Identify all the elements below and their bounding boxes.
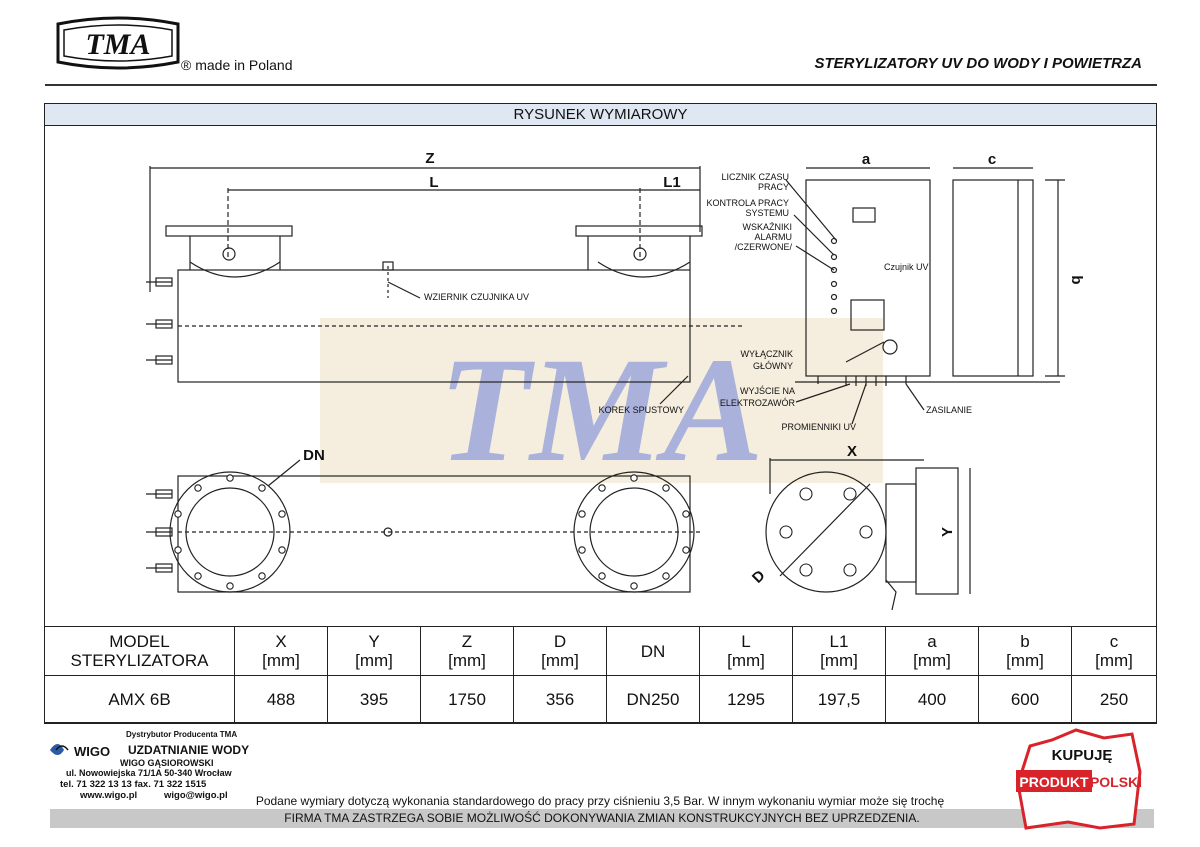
licznik-callout-1: LICZNIK CZASU <box>721 172 789 182</box>
badge-top-text: KUPUJĘ <box>1052 747 1113 764</box>
table-row: AMX 6B 488 395 1750 356 DN250 1295 197,5… <box>44 675 1157 724</box>
note-band <box>50 809 1154 828</box>
watermark-text: TMA <box>438 327 763 493</box>
made-in-label: ® made in Poland <box>181 57 293 73</box>
wylacznik-callout-1: WYŁĄCZNIK <box>740 349 793 359</box>
cell-a: 400 <box>885 675 979 724</box>
cell-c: 250 <box>1071 675 1157 724</box>
wskazniki-callout-2: ALARMU <box>754 232 792 242</box>
korek-callout: KOREK SPUSTOWY <box>599 405 684 415</box>
distributor-email[interactable]: wigo@wigo.pl <box>164 790 228 801</box>
tma-logo-text: TMA <box>85 28 150 61</box>
kontrola-callout-1: KONTROLA PRACY <box>706 198 789 208</box>
dim-l1-label: L1 <box>663 174 681 191</box>
dim-c-label: c <box>988 151 996 168</box>
distributor-block: WIGO Dystrybutor Producenta TMA UZDATNIA… <box>46 730 266 802</box>
distributor-line-3: WIGO GĄSIOROWSKI <box>120 758 214 768</box>
dim-a-label: a <box>862 151 871 168</box>
header-cell-c: c[mm] <box>1071 626 1157 676</box>
badge-right-text: POLSKI <box>1090 774 1142 790</box>
badge-left-text: PRODUKT <box>1019 774 1089 790</box>
header-cell-b: b[mm] <box>978 626 1072 676</box>
promienniki-callout: PROMIENNIKI UV <box>781 422 856 432</box>
header-cell-d: D[mm] <box>513 626 607 676</box>
cell-d: 356 <box>513 675 607 724</box>
kontrola-callout-2: SYSTEMU <box>745 208 789 218</box>
cell-z: 1750 <box>420 675 514 724</box>
dim-z-label: Z <box>425 150 434 167</box>
cell-model: AMX 6B <box>44 675 235 724</box>
wylacznik-callout-2: GŁÓWNY <box>753 361 793 371</box>
dim-y-label: Y <box>939 527 956 537</box>
header-cell-l: L[mm] <box>699 626 793 676</box>
header-cell-l1: L1[mm] <box>792 626 886 676</box>
licznik-callout-2: PRACY <box>758 182 789 192</box>
wyjscie-callout-2: ELEKTROZAWÓR <box>720 398 796 408</box>
header-cell-dn: DN <box>606 626 700 676</box>
wyjscie-callout-1: WYJŚCIE NA <box>740 385 795 396</box>
distributor-address: ul. Nowowiejska 71/1A 50-340 Wrocław <box>66 768 232 778</box>
distributor-phone: tel. 71 322 13 13 fax. 71 322 1515 <box>60 779 207 790</box>
dim-b-label: b <box>1068 275 1085 284</box>
header-cell-z: Z[mm] <box>420 626 514 676</box>
wskazniki-callout-3: /CZERWONE/ <box>735 242 793 252</box>
header-cell-y: Y[mm] <box>327 626 421 676</box>
wigo-logo-text: WIGO <box>74 744 110 759</box>
dim-dn-label: DN <box>303 447 325 464</box>
dimension-drawing: TMA <box>146 150 1085 611</box>
document-title: STERYLIZATORY UV DO WODY I POWIETRZA <box>814 55 1142 72</box>
wskazniki-callout-1: WSKAŹNIKI <box>742 222 792 232</box>
section-title: RYSUNEK WYMIAROWY <box>45 104 1156 126</box>
kupuje-produkt-polski-badge: KUPUJĘ PRODUKT POLSKI <box>1016 728 1142 830</box>
czujnik-callout: Czujnik UV <box>884 262 929 272</box>
watermark: TMA <box>320 318 883 493</box>
cell-x: 488 <box>234 675 328 724</box>
distributor-line-1: Dystrybutor Producenta TMA <box>126 730 238 739</box>
cell-y: 395 <box>327 675 421 724</box>
wigo-logo: WIGO <box>50 744 110 759</box>
note-disclaimer: FIRMA TMA ZASTRZEGA SOBIE MOŻLIWOŚĆ DOKO… <box>284 811 920 825</box>
zasilanie-callout: ZASILANIE <box>926 405 972 415</box>
cell-dn: DN250 <box>606 675 700 724</box>
wziernik-callout: WZIERNIK CZUJNIKA UV <box>424 292 529 302</box>
distributor-line-2: UZDATNIANIE WODY <box>128 743 250 757</box>
header-cell-x: X[mm] <box>234 626 328 676</box>
header-cell-a: a[mm] <box>885 626 979 676</box>
tma-logo: TMA <box>56 16 180 70</box>
dim-l-label: L <box>429 174 438 191</box>
header-rule <box>45 84 1157 86</box>
cell-l1: 197,5 <box>792 675 886 724</box>
cell-l: 1295 <box>699 675 793 724</box>
cell-b: 600 <box>978 675 1072 724</box>
dim-x-label: X <box>847 443 857 460</box>
dim-d-label: D <box>749 567 769 587</box>
distributor-website[interactable]: www.wigo.pl <box>80 790 138 801</box>
